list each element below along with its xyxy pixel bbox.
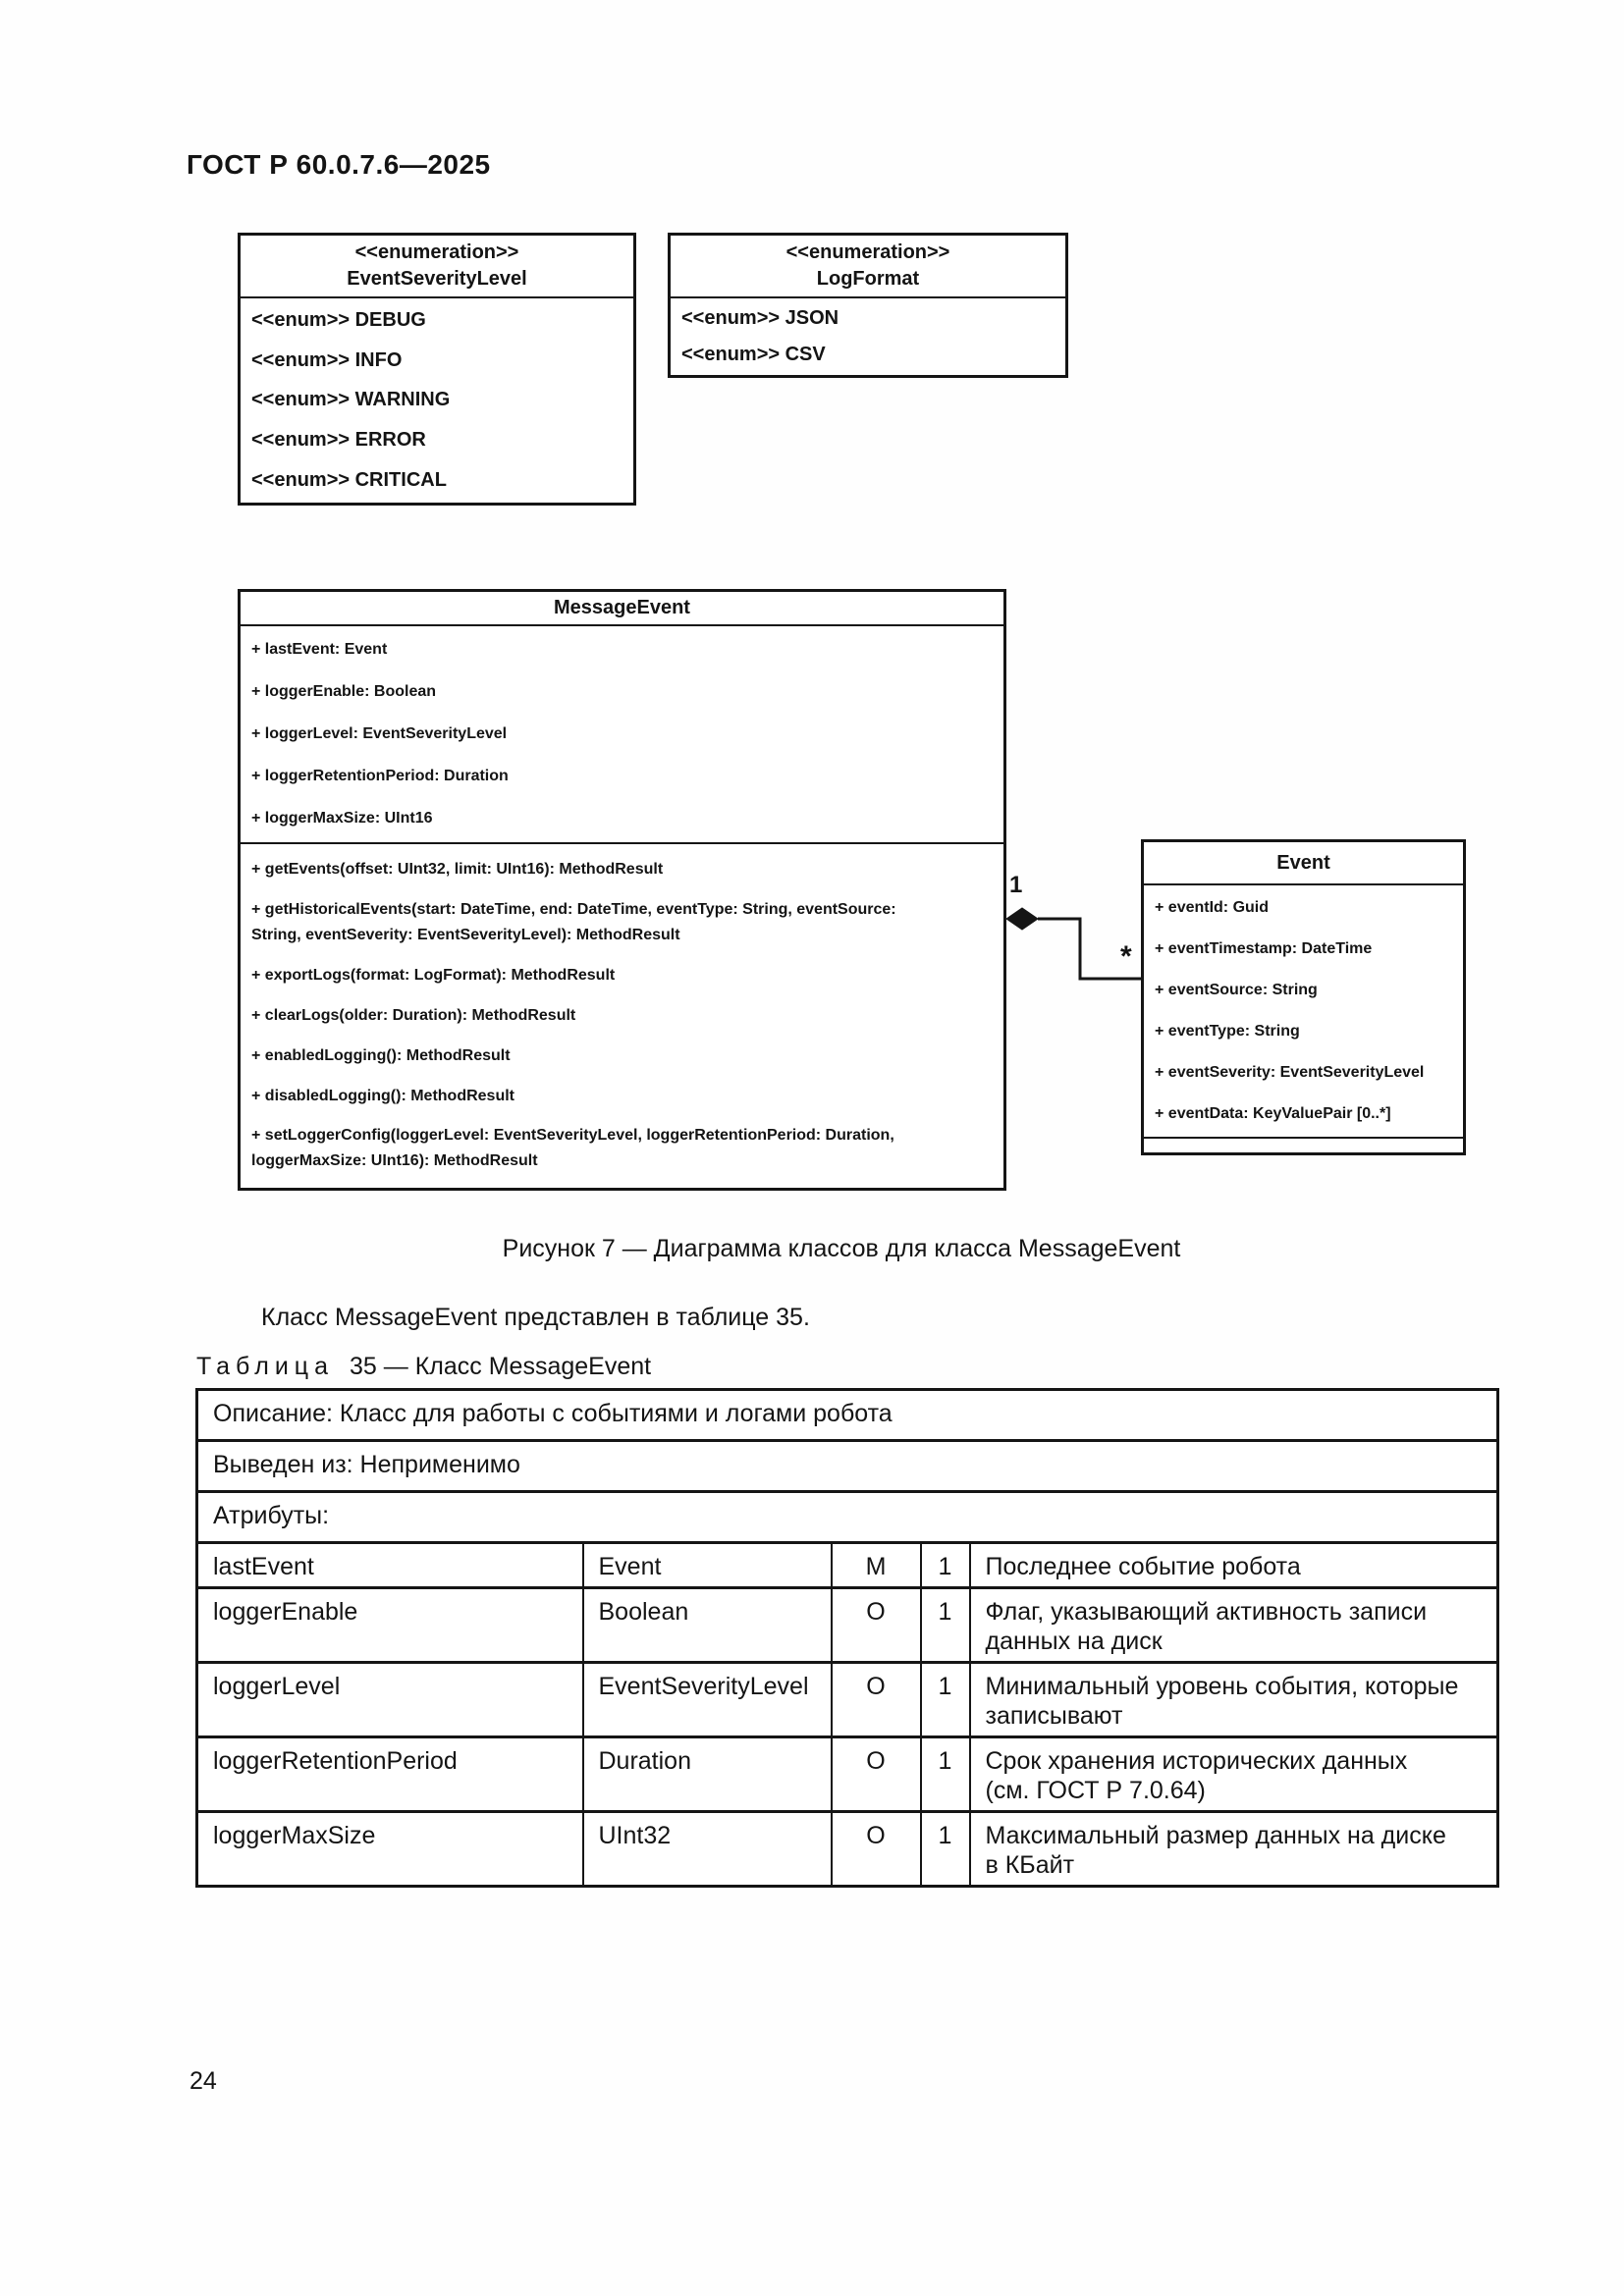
attribute-multiplicity-cell: 1 bbox=[919, 1541, 971, 1589]
enum-item: <<enum>> WARNING bbox=[251, 389, 451, 411]
uml-method: + clearLogs(older: Duration): MethodResu… bbox=[251, 1006, 576, 1024]
uml-attribute: + eventTimestamp: DateTime bbox=[1155, 940, 1373, 957]
attribute-name-cell: loggerEnable bbox=[195, 1586, 584, 1664]
attribute-type-cell: Duration bbox=[581, 1735, 833, 1813]
attributes-header-cell: Атрибуты: bbox=[195, 1490, 1499, 1544]
uml-method: + setLoggerConfig(loggerLevel: EventSeve… bbox=[251, 1127, 894, 1170]
table-label-word: Таблица bbox=[196, 1353, 335, 1380]
uml-attribute: + eventType: String bbox=[1155, 1023, 1300, 1040]
attribute-multiplicity-cell: 1 bbox=[919, 1586, 971, 1664]
attribute-name-cell: lastEvent bbox=[195, 1541, 584, 1589]
table-row-derived: Выведен из: Неприменимо bbox=[195, 1439, 1499, 1493]
uml-attribute: + loggerMaxSize: UInt16 bbox=[251, 810, 433, 828]
uml-attribute: + eventData: KeyValuePair [0..*] bbox=[1155, 1105, 1391, 1122]
uml-attribute: + loggerLevel: EventSeverityLevel bbox=[251, 724, 508, 742]
class-box-message-event: MessageEvent + lastEvent: Event + loggerE… bbox=[238, 589, 1006, 1191]
attribute-optionality-cell: O bbox=[830, 1810, 922, 1888]
attribute-multiplicity-cell: 1 bbox=[919, 1661, 971, 1738]
table-row-description: Описание: Класс для работы с событиями и… bbox=[195, 1388, 1499, 1442]
attribute-type-cell: Boolean bbox=[581, 1586, 833, 1664]
enum-item: <<enum>> JSON bbox=[681, 307, 839, 329]
table-body: lastEvent Event M 1 Последнее событие ро… bbox=[195, 1541, 1499, 1888]
table-row: loggerEnable Boolean O 1 Флаг, указывающ… bbox=[195, 1586, 1499, 1664]
enum-stereotype: <<enumeration>> bbox=[354, 241, 519, 263]
uml-method: + disabledLogging(): MethodResult bbox=[251, 1087, 514, 1104]
attribute-multiplicity-cell: 1 bbox=[919, 1735, 971, 1813]
body-paragraph: Класс MessageEvent представлен в таблице… bbox=[261, 1304, 810, 1331]
document-header: ГОСТ Р 60.0.7.6—2025 bbox=[187, 149, 491, 180]
attribute-description-cell: Последнее событие робота bbox=[968, 1541, 1499, 1589]
page-number: 24 bbox=[189, 2067, 217, 2095]
attribute-multiplicity-cell: 1 bbox=[919, 1810, 971, 1888]
attribute-description-cell: Флаг, указывающий активность записи данн… bbox=[968, 1586, 1499, 1664]
table-row: loggerLevel EventSeverityLevel O 1 Миним… bbox=[195, 1661, 1499, 1738]
attribute-name-cell: loggerLevel bbox=[195, 1661, 584, 1738]
table-row: loggerMaxSize UInt32 O 1 Максимальный ра… bbox=[195, 1810, 1499, 1888]
figure-caption: Рисунок 7 — Диаграмма классов для класса… bbox=[502, 1235, 1181, 1262]
uml-method: + enabledLogging(): MethodResult bbox=[251, 1046, 511, 1064]
uml-attribute: + eventId: Guid bbox=[1155, 899, 1270, 916]
uml-attribute: + eventSource: String bbox=[1155, 982, 1318, 998]
enum-item: <<enum>> CRITICAL bbox=[251, 469, 447, 492]
class-methods: + getEvents(offset: UInt32, limit: UInt1… bbox=[241, 844, 1003, 1188]
attribute-type-cell: UInt32 bbox=[581, 1810, 833, 1888]
table-row: lastEvent Event M 1 Последнее событие ро… bbox=[195, 1541, 1499, 1589]
enum-items: <<enum>> DEBUG <<enum>> INFO <<enum>> WARN… bbox=[241, 298, 633, 503]
enum-item: <<enum>> ERROR bbox=[251, 429, 426, 452]
multiplicity-one: 1 bbox=[1009, 872, 1023, 898]
description-cell: Описание: Класс для работы с событиями и… bbox=[195, 1388, 1499, 1442]
association-line bbox=[1038, 917, 1141, 981]
attribute-optionality-cell: O bbox=[830, 1586, 922, 1664]
attribute-optionality-cell: M bbox=[830, 1541, 922, 1589]
class-table: Описание: Класс для работы с событиями и… bbox=[195, 1388, 1500, 1888]
uml-attribute: + loggerEnable: Boolean bbox=[251, 682, 437, 700]
uml-method: + getEvents(offset: UInt32, limit: UInt1… bbox=[251, 861, 664, 879]
uml-method: + getHistoricalEvents(start: DateTime, e… bbox=[251, 901, 896, 944]
composition-connector bbox=[1005, 907, 1141, 981]
enum-title: <<enumeration>> EventSeverityLevel bbox=[241, 236, 633, 298]
uml-attribute: + eventSeverity: EventSeverityLevel bbox=[1155, 1064, 1425, 1081]
enum-box-event-severity-level: <<enumeration>> EventSeverityLevel <<enu… bbox=[238, 233, 636, 506]
class-box-event: Event + eventId: Guid + eventTimestamp: D… bbox=[1141, 839, 1466, 1155]
multiplicity-many: * bbox=[1120, 940, 1132, 973]
class-title: Event bbox=[1144, 842, 1463, 885]
enum-stereotype: <<enumeration>> bbox=[785, 241, 950, 263]
attribute-description-cell: Минимальный уровень события, которые зап… bbox=[968, 1661, 1499, 1738]
enum-item: <<enum>> INFO bbox=[251, 348, 403, 371]
attribute-description-cell: Максимальный размер данных на диске в КБ… bbox=[968, 1810, 1499, 1888]
attribute-type-cell: EventSeverityLevel bbox=[581, 1661, 833, 1738]
class-attributes: + lastEvent: Event + loggerEnable: Boolea… bbox=[241, 626, 1003, 844]
attribute-optionality-cell: O bbox=[830, 1735, 922, 1813]
enum-name: EventSeverityLevel bbox=[347, 268, 527, 290]
composition-diamond-icon bbox=[1005, 907, 1039, 931]
enum-title: <<enumeration>> LogFormat bbox=[671, 236, 1065, 298]
table-row: loggerRetentionPeriod Duration O 1 Срок … bbox=[195, 1735, 1499, 1813]
attribute-name-cell: loggerMaxSize bbox=[195, 1810, 584, 1888]
attribute-optionality-cell: O bbox=[830, 1661, 922, 1738]
enum-items: <<enum>> JSON <<enum>> CSV bbox=[671, 298, 1065, 375]
attribute-name-cell: loggerRetentionPeriod bbox=[195, 1735, 584, 1813]
class-title: MessageEvent bbox=[241, 592, 1003, 626]
attribute-description-cell: Срок хранения исторических данных (см. Г… bbox=[968, 1735, 1499, 1813]
enum-item: <<enum>> DEBUG bbox=[251, 308, 426, 331]
class-attributes: + eventId: Guid + eventTimestamp: DateTim… bbox=[1144, 885, 1463, 1137]
table-label: Таблица 35 — Класс MessageEvent bbox=[196, 1353, 651, 1381]
enum-name: LogFormat bbox=[816, 268, 920, 290]
uml-method: + exportLogs(format: LogFormat): MethodR… bbox=[251, 967, 616, 985]
derived-cell: Выведен из: Неприменимо bbox=[195, 1439, 1499, 1493]
uml-attribute: + loggerRetentionPeriod: Duration bbox=[251, 768, 509, 785]
empty-operations-compartment bbox=[1144, 1137, 1463, 1152]
enum-box-log-format: <<enumeration>> LogFormat <<enum>> JSON<… bbox=[668, 233, 1068, 378]
enum-item: <<enum>> CSV bbox=[681, 344, 826, 365]
table-row-attributes-header: Атрибуты: bbox=[195, 1490, 1499, 1544]
uml-attribute: + lastEvent: Event bbox=[251, 640, 388, 658]
attribute-type-cell: Event bbox=[581, 1541, 833, 1589]
table-label-rest: 35 — Класс MessageEvent bbox=[350, 1353, 652, 1380]
